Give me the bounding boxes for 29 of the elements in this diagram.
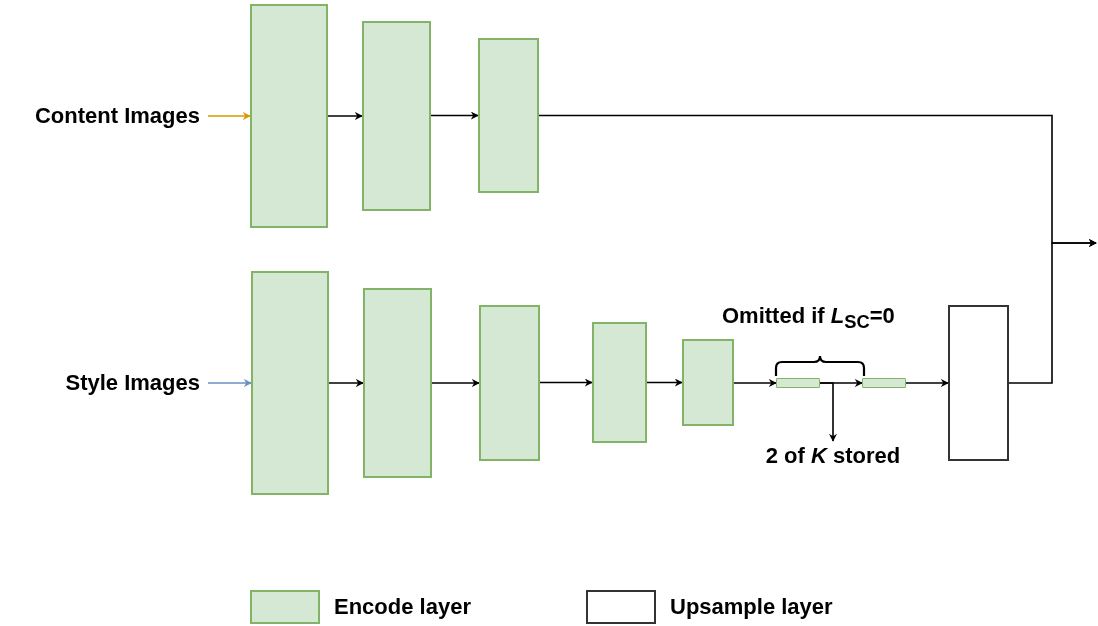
arrow <box>207 379 252 387</box>
arrow <box>430 111 479 120</box>
encode-layer-bar <box>776 378 820 388</box>
encode-layer-box <box>682 339 734 426</box>
text-label: Style Images <box>30 370 200 396</box>
arrow <box>646 378 683 387</box>
upsample-layer-box <box>948 305 1009 461</box>
arrow <box>431 379 480 387</box>
encode-layer-box <box>363 288 432 478</box>
encode-layer-box <box>250 4 328 228</box>
arrow <box>207 112 251 120</box>
encode-layer-bar <box>862 378 906 388</box>
arrow <box>733 379 777 387</box>
arrow <box>1008 239 1097 384</box>
arrow <box>819 382 837 442</box>
legend-label: Encode layer <box>334 594 471 620</box>
arrow <box>539 378 593 387</box>
encode-layer-box <box>479 305 540 461</box>
arrow <box>327 112 363 120</box>
encode-layer-box <box>592 322 647 443</box>
text-label: 2 of K stored <box>752 443 914 469</box>
annotation-text: Omitted if L$_{SC}$=0 <box>722 302 895 335</box>
arrow <box>905 379 949 387</box>
text-label: Content Images <box>4 103 200 129</box>
encode-layer-box <box>478 38 539 193</box>
encode-layer-box <box>362 21 431 211</box>
encode-layer-box <box>251 271 329 495</box>
legend-label: Upsample layer <box>670 594 833 620</box>
arrow <box>328 379 364 387</box>
